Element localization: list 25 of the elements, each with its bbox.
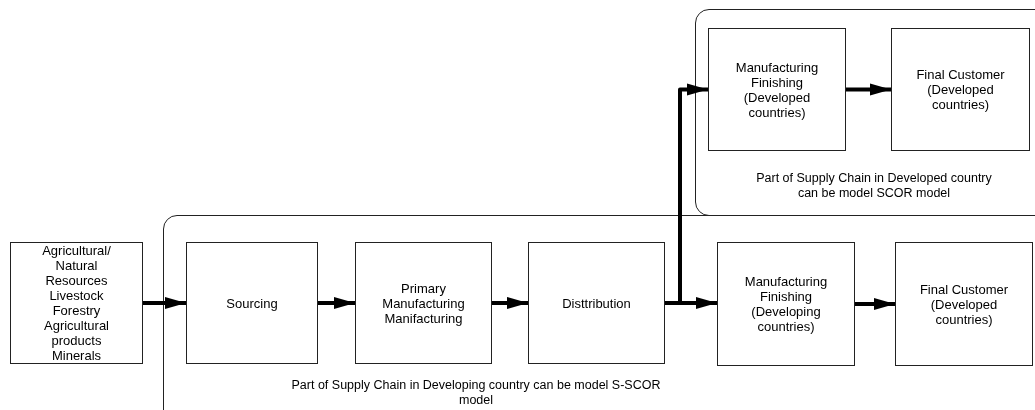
process-box: [708, 28, 846, 151]
group-container: [163, 215, 1035, 410]
process-box: [891, 28, 1030, 151]
group-caption: Part of Supply Chain in Developing country can be model S-SCOR model: [290, 378, 662, 408]
box-label: Manufacturing Finishing (Developed countries): [734, 59, 820, 120]
process-box: [528, 242, 665, 364]
process-box: [355, 242, 492, 364]
arrow: [855, 298, 895, 310]
arrow: [318, 297, 355, 309]
box-label: Sourcing: [225, 295, 279, 311]
box-label: Primary Manufacturing Manifacturing: [381, 280, 466, 326]
process-box: [717, 242, 855, 366]
process-box: [186, 242, 318, 364]
box-label: Final Customer (Developed countries): [918, 281, 1010, 327]
arrow: [143, 297, 186, 309]
box-label: Disttribution: [561, 295, 632, 311]
box-label: Agricultural/ Natural Resources Livestock Forestry Agricultural products Minerals: [41, 243, 112, 363]
arrow: [846, 83, 891, 96]
arrow: [492, 297, 528, 309]
box-label: Final Customer (Developed countries): [915, 67, 1006, 112]
group-caption: Part of Supply Chain in Developed country can be model SCOR model: [755, 171, 993, 201]
process-box: [895, 242, 1033, 366]
process-box: [10, 242, 143, 364]
arrow: [665, 83, 708, 305]
box-label: Manufacturing Finishing (Developing countries): [743, 274, 829, 334]
